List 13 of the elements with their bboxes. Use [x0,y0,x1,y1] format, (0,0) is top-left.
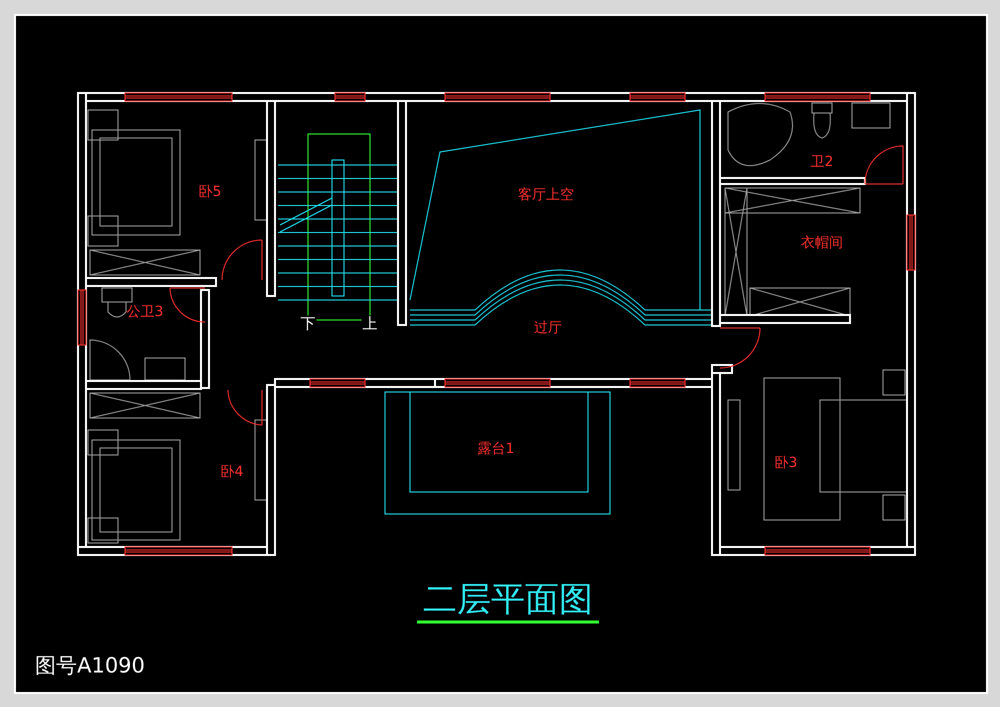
stair-direction-label: 下 [300,316,316,332]
room-label: 卧4 [220,465,244,479]
plan-title: 二层平面图 [417,582,599,624]
drawing-number: 图号A1090 [35,656,145,676]
room-label: 卧5 [198,185,222,199]
room-label: 公卫3 [126,305,164,319]
room-label: 过厅 [534,321,562,335]
room-label: 卫2 [810,155,834,169]
room-label: 衣帽间 [801,236,843,250]
room-label: 卧3 [774,456,798,470]
stair-direction-label: 上 [362,316,378,332]
room-label: 客厅上空 [518,188,574,202]
room-label: 露台1 [478,442,514,456]
